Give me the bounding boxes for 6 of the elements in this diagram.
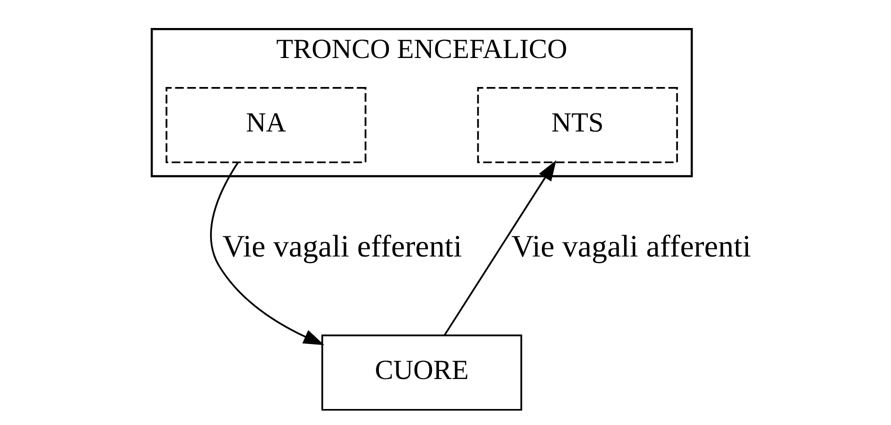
edge-label: Vie vagali afferenti (510, 228, 751, 264)
edge-label: Vie vagali efferenti (222, 228, 462, 264)
arrow (443, 160, 556, 336)
node-box: NA (165, 87, 366, 164)
node-box: NTS (476, 87, 678, 164)
node-box: CUORE (320, 334, 522, 411)
